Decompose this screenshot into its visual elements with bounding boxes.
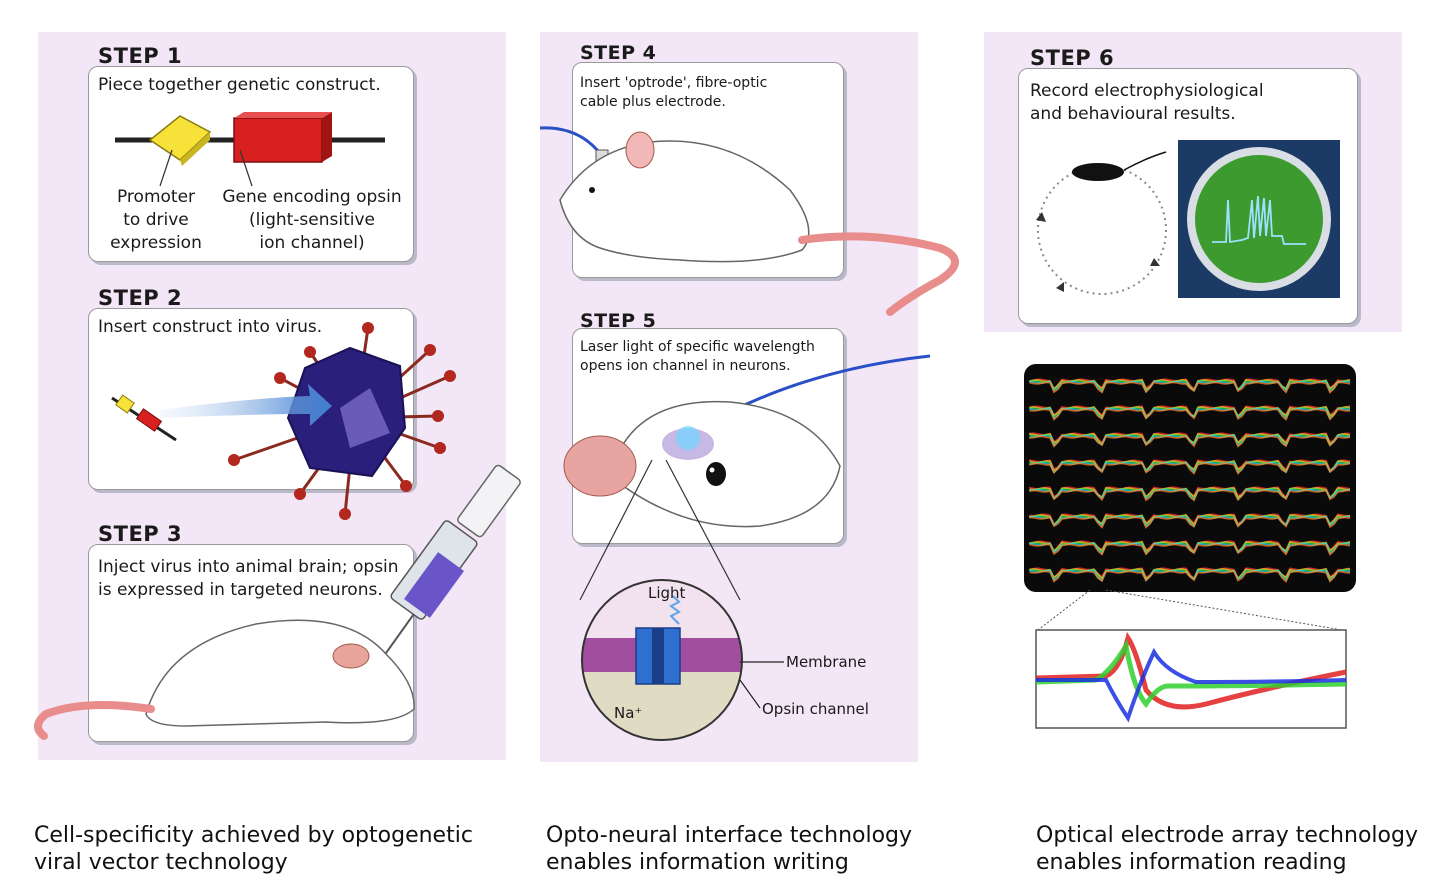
array-trace [1029, 408, 1351, 421]
membrane-inset [581, 579, 743, 741]
rat-body [145, 619, 415, 727]
array-trace [1029, 381, 1351, 394]
array-trace [1029, 489, 1351, 502]
step3-title: STEP 3 [98, 522, 183, 546]
mouse-silhouette [1072, 163, 1124, 181]
step5-text: Laser light of specific wavelength opens… [580, 339, 815, 374]
step4-title: STEP 4 [580, 42, 657, 64]
step4-text: Insert 'optrode', fibre-optic cable plus… [580, 75, 768, 110]
blue-waveform [1036, 647, 1347, 723]
right-caption: Optical electrode array technology enabl… [1036, 823, 1418, 875]
syringe [370, 464, 521, 675]
light-label: Light [648, 584, 686, 602]
step1-card [88, 66, 414, 262]
step3-text: Inject virus into animal brain; opsin is… [98, 557, 399, 600]
array-trace [1029, 435, 1351, 448]
virus-illustration [111, 322, 456, 520]
step6-title: STEP 6 [1030, 46, 1115, 70]
gene-block [233, 117, 323, 163]
step5-title: STEP 5 [580, 310, 657, 332]
membrane-label: Membrane [786, 653, 867, 671]
behaviour-arena [1036, 151, 1167, 295]
oscilloscope-display [1178, 140, 1340, 298]
construct-pointer-lines [159, 149, 253, 187]
rat-head-illustration [563, 354, 931, 528]
rat-tail [34, 701, 155, 740]
array-trace [1029, 570, 1351, 583]
genetic-construct-diagram [115, 112, 385, 166]
step6-text: Record electrophysiological and behaviou… [1030, 81, 1264, 124]
promoter-label: Promoter to drive expression [110, 187, 202, 253]
array-trace [1029, 462, 1351, 475]
mini-construct [111, 394, 177, 442]
gene-label: Gene encoding opsin (light-sensitive ion… [222, 187, 402, 253]
left-caption: Cell-specificity achieved by optogenetic… [34, 823, 473, 875]
array-trace [1029, 516, 1351, 529]
green-waveform [1035, 639, 1347, 709]
electrode-array-display [1024, 364, 1356, 592]
array-trace [1029, 543, 1351, 556]
step2-text: Insert construct into virus. [98, 317, 323, 337]
insertion-arrow [160, 384, 332, 426]
optrode-rat-illustration [539, 126, 959, 316]
injected-rat-illustration [34, 464, 521, 740]
zoom-guide-lines [1037, 589, 1343, 631]
inset-pointer-lines [739, 661, 784, 709]
step1-text: Piece together genetic construct. [98, 75, 381, 95]
spike-waveform-closeup [1035, 629, 1347, 729]
rat-tail [798, 232, 959, 316]
step2-title: STEP 2 [98, 286, 183, 310]
rat-head [609, 400, 841, 528]
array-traces [1029, 378, 1351, 583]
step1-title: STEP 1 [98, 44, 183, 68]
ion-label: Na⁺ [614, 704, 643, 722]
spike-trace [1212, 195, 1306, 245]
opsin-channel-label: Opsin channel [762, 700, 869, 718]
zoom-lines [579, 459, 741, 601]
middle-caption: Opto-neural interface technology enables… [546, 823, 913, 875]
optrode-cable [539, 126, 604, 157]
